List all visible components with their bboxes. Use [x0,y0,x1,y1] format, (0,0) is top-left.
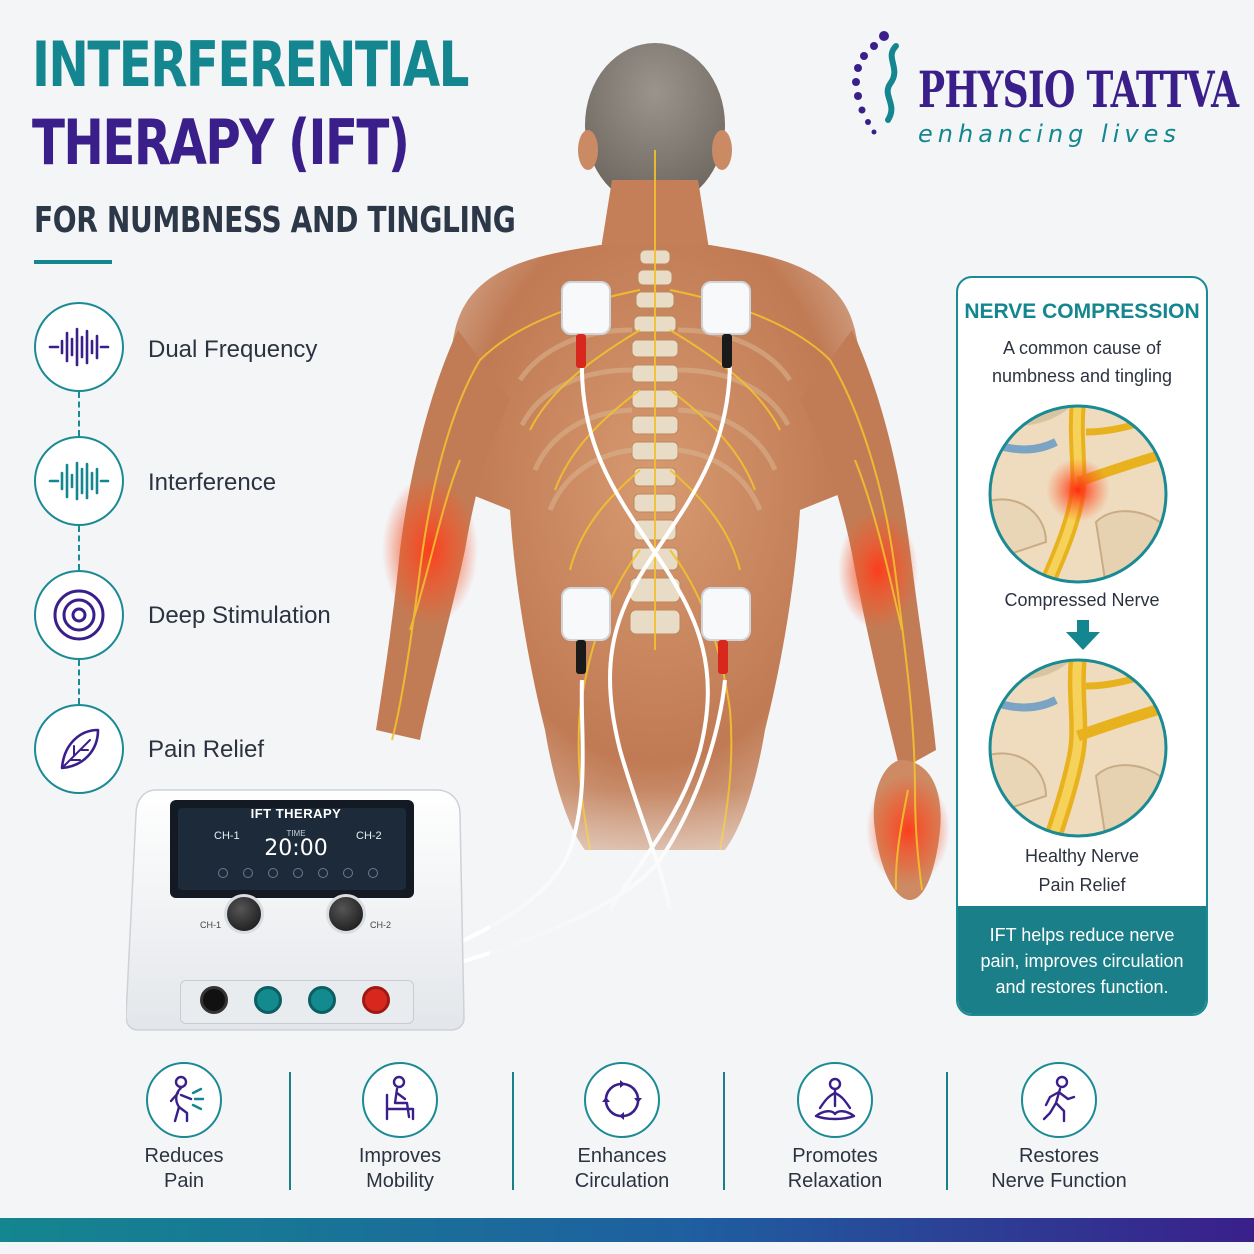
feature-connector [78,526,80,570]
screen-button[interactable] [243,868,253,878]
compressed-nerve-illustration [986,402,1170,591]
logo-tagline: enhancing lives [918,120,1181,148]
benefit-line: Relaxation [787,1170,883,1192]
benefit-line: Mobility [366,1170,434,1192]
title-line-2: THERAPY (IFT) [32,106,410,179]
waveform-icon [34,302,124,392]
device-title: IFT THERAPY [250,806,342,821]
device-ch1-label: CH-1 [214,830,240,842]
benefit-divider [289,1072,291,1190]
output-port-red[interactable] [362,986,390,1014]
anatomy-illustration [340,30,960,975]
panel-subtitle-line: A common cause of [1002,338,1162,358]
knob-ch1[interactable] [224,894,264,934]
meditation-icon [797,1062,873,1138]
leaf-icon [34,704,124,794]
screen-button[interactable] [343,868,353,878]
healthy-nerve-illustration [986,656,1170,845]
title-underline [34,260,112,264]
footer-gradient-bar [0,1218,1254,1242]
device-screen-buttons [218,868,378,878]
feature-label-interference: Interference [148,469,277,496]
person-pain-icon [146,1062,222,1138]
panel-footer-line: pain, improves circulation [980,951,1184,971]
benefit-line: Nerve Function [991,1170,1127,1192]
feature-label-deep-stimulation: Deep Stimulation [148,602,331,629]
screen-button[interactable] [318,868,328,878]
pain-relief-caption: Pain Relief [1038,875,1126,895]
subtitle: FOR NUMBNESS AND TINGLING [34,200,516,241]
knob-ch2-label: CH-2 [370,920,392,930]
output-port-black[interactable] [200,986,228,1014]
output-port-teal[interactable] [308,986,336,1014]
feature-label-pain-relief: Pain Relief [148,736,265,763]
logo-name: PHYSIO TATTVA [918,60,1239,119]
benefit-divider [946,1072,948,1190]
benefit-divider [512,1072,514,1190]
benefit-label-reduces-pain: Reduces Pain [94,1144,274,1194]
compressed-nerve-caption: Compressed Nerve [1004,590,1160,610]
feature-connector [78,392,80,436]
benefit-line: Promotes [792,1145,878,1167]
benefit-label-promotes-relaxation: Promotes Relaxation [745,1144,925,1194]
panel-footer-line: IFT helps reduce nerve [989,925,1175,945]
nerve-compression-panel: NERVE COMPRESSION A common cause of numb… [956,276,1208,1016]
interference-wave-icon [34,436,124,526]
knob-ch2[interactable] [326,894,366,934]
panel-subtitle: A common cause of numbness and tingling [958,334,1206,390]
benefit-label-enhances-circulation: Enhances Circulation [532,1144,712,1194]
person-seated-icon [362,1062,438,1138]
benefit-divider [723,1072,725,1190]
device-ch2-label: CH-2 [356,830,382,842]
benefit-line: Restores [1018,1145,1100,1167]
benefit-line: Pain [163,1170,205,1192]
benefit-line: Enhances [577,1145,667,1167]
feature-connector [78,660,80,704]
title-line-1: INTERFERENTIAL [32,28,469,101]
benefit-label-improves-mobility: Improves Mobility [310,1144,490,1194]
panel-footer: IFT helps reduce nerve pain, improves ci… [958,906,1206,1014]
device-time-label: TIME [286,829,306,838]
screen-button[interactable] [268,868,278,878]
target-rings-icon [34,570,124,660]
device-time-value: 20:00 [264,836,328,861]
knob-ch1-label: CH-1 [200,920,222,930]
benefit-label-restores-nerve-function: Restores Nerve Function [969,1144,1149,1194]
logo-emblem [848,28,918,153]
benefit-line: Circulation [574,1170,670,1192]
arrow-down-icon [1066,620,1100,655]
benefit-line: Improves [358,1145,442,1167]
circular-arrows-icon [584,1062,660,1138]
screen-button[interactable] [368,868,378,878]
person-walking-icon [1021,1062,1097,1138]
healthy-nerve-caption: Healthy Nerve [1024,846,1140,866]
screen-button[interactable] [218,868,228,878]
feature-label-dual-frequency: Dual Frequency [148,336,318,363]
screen-button[interactable] [293,868,303,878]
panel-subtitle-line: numbness and tingling [991,366,1173,386]
panel-title: NERVE COMPRESSION [964,300,1200,323]
benefit-line: Reduces [144,1145,224,1167]
panel-footer-line: and restores function. [995,977,1169,997]
output-port-teal[interactable] [254,986,282,1014]
